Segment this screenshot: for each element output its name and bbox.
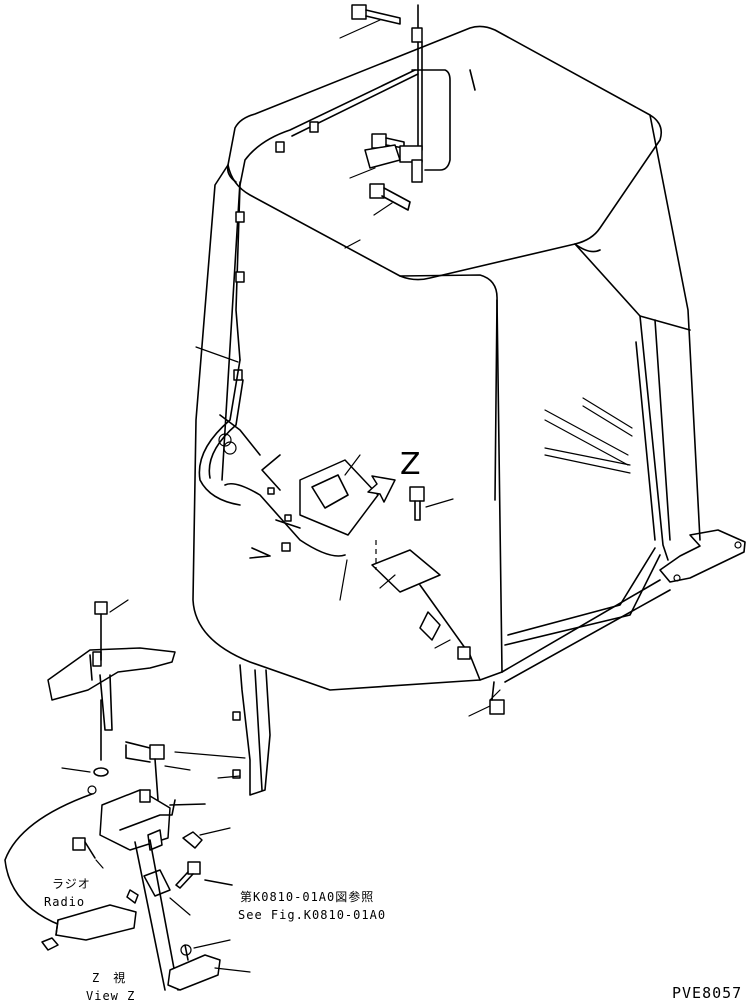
cab-roof: [226, 25, 663, 281]
view-label-jp: Z 視: [92, 971, 127, 985]
rear-frame: [501, 529, 746, 683]
radio-label-jp: ラジオ: [52, 877, 91, 891]
roof-bolts: [339, 4, 423, 216]
view-callout-label: Z: [400, 447, 421, 482]
window-lines: [344, 239, 633, 474]
reference-label-en: See Fig.K0810-01A0: [238, 908, 387, 922]
view-z-assembly: [4, 599, 271, 991]
cover-plate: [371, 540, 441, 593]
radio-bracket: [218, 414, 396, 559]
radio-label-en: Radio: [44, 895, 86, 909]
antenna: [411, 4, 451, 171]
drawing-code: PVE8057: [672, 984, 743, 1002]
view-label-en: View Z: [86, 989, 136, 1003]
reference-label-jp: 第K0810-01A0図参照: [240, 890, 375, 904]
mount-bolt: [409, 486, 505, 717]
leader-lines: [195, 346, 501, 701]
roof-harness: [198, 69, 419, 557]
cab-body: [192, 69, 701, 691]
